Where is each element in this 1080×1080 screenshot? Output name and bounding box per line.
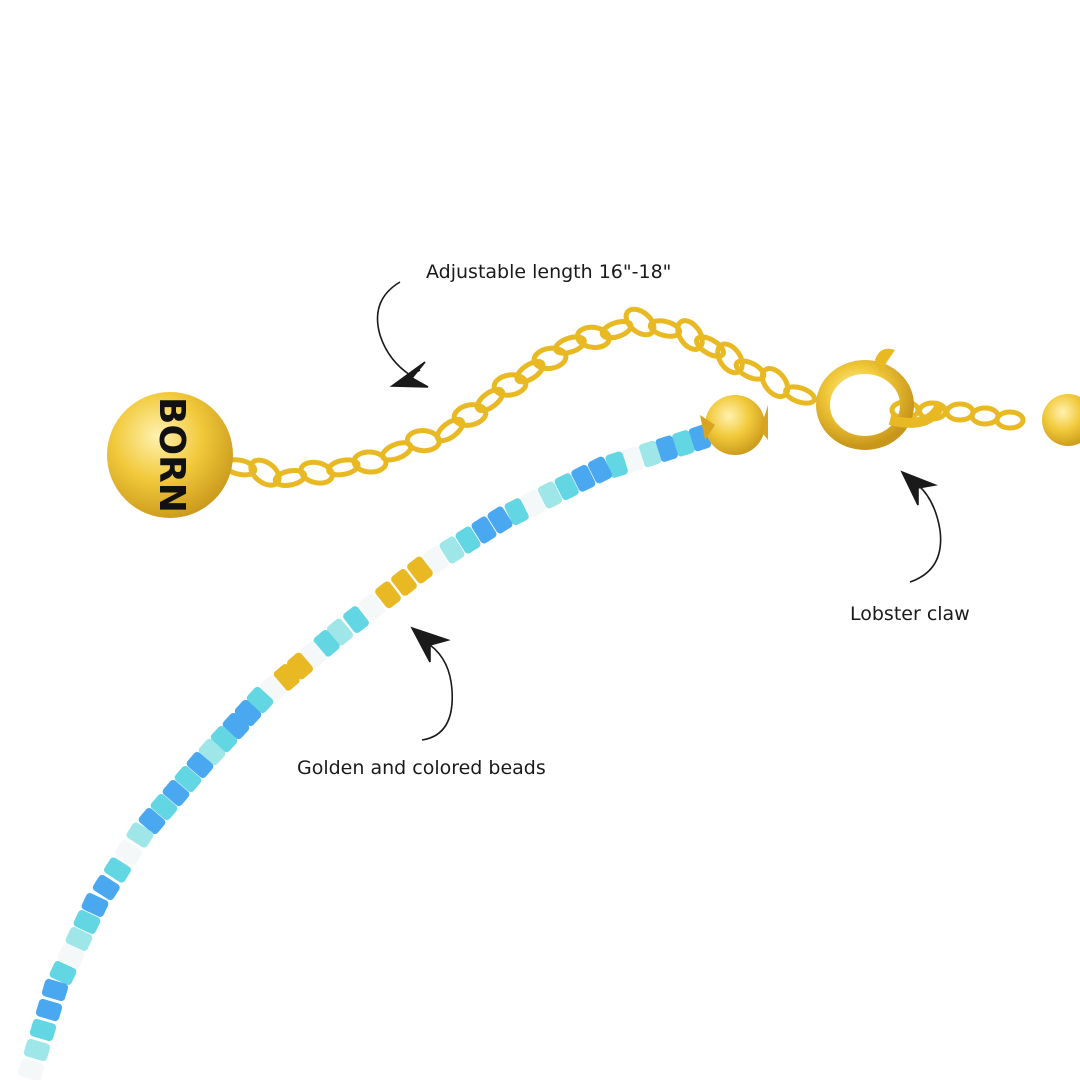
bead (162, 779, 190, 807)
bead (246, 686, 274, 714)
bead (343, 606, 369, 633)
bead (57, 944, 85, 968)
bead (73, 910, 101, 934)
bead (375, 581, 401, 609)
curved-arrow-icon (410, 626, 454, 741)
bead (186, 751, 214, 779)
chain-link (491, 372, 529, 398)
bead (234, 699, 262, 727)
chain-link (298, 459, 335, 486)
extender-chain (198, 306, 1026, 488)
bead (655, 435, 678, 462)
bead (537, 481, 563, 509)
lobster-claw-clasp (816, 348, 945, 450)
bead (300, 641, 327, 669)
bead (198, 738, 226, 766)
bead (35, 998, 63, 1022)
bead (587, 456, 613, 484)
chain-link (783, 384, 817, 406)
bead (273, 663, 300, 691)
chain-link (514, 359, 546, 385)
bead (327, 618, 353, 646)
curved-arrow-icon (376, 281, 429, 388)
bead (359, 593, 385, 621)
chain-link (404, 428, 442, 454)
bead (423, 546, 449, 574)
bead (29, 1018, 57, 1042)
bead (49, 961, 77, 985)
bead (638, 440, 662, 468)
bead (115, 839, 143, 866)
bead (313, 629, 340, 657)
end-bead-right (1042, 394, 1080, 446)
bead (455, 526, 481, 554)
bead (672, 430, 695, 457)
bead (81, 893, 109, 917)
bead (126, 822, 154, 848)
chain-link (994, 409, 1026, 431)
chain-link (474, 386, 506, 414)
curved-arrow-icon (900, 470, 942, 583)
bead (391, 569, 417, 596)
bead (174, 765, 202, 793)
bead (504, 498, 529, 526)
chain-link (531, 345, 569, 372)
bead (23, 1038, 51, 1062)
bead (622, 446, 645, 473)
annotation-lobster-claw: Lobster claw (850, 603, 970, 625)
bead (439, 536, 465, 564)
annotation-beads: Golden and colored beads (297, 757, 546, 779)
chain-link (553, 334, 587, 356)
bead (138, 807, 166, 835)
bead (554, 473, 579, 501)
logo-tag: BORN (107, 392, 233, 518)
bead (92, 874, 120, 901)
chain-link (351, 449, 389, 475)
bead (65, 927, 93, 951)
logo-text: BORN (151, 397, 192, 513)
bead (571, 464, 596, 492)
bead (104, 857, 131, 883)
bead (521, 489, 546, 517)
bead (150, 793, 178, 821)
bead-strand (17, 424, 712, 1080)
bead (17, 1058, 45, 1080)
chain-link (969, 405, 1001, 427)
bead (210, 725, 238, 753)
bead (605, 451, 628, 478)
bead (222, 712, 250, 740)
bead (260, 675, 287, 703)
chain-link (694, 334, 726, 359)
bead (407, 556, 433, 584)
bead (41, 978, 69, 1002)
bead (471, 516, 497, 544)
end-bead-left (700, 395, 768, 455)
annotation-adjustable-length: Adjustable length 16"-18" (426, 261, 672, 283)
chain-link (944, 401, 976, 423)
chain-link (326, 457, 361, 478)
chain-link (451, 402, 489, 428)
bead (487, 506, 513, 534)
chain-link (434, 416, 466, 444)
bead (287, 652, 313, 680)
